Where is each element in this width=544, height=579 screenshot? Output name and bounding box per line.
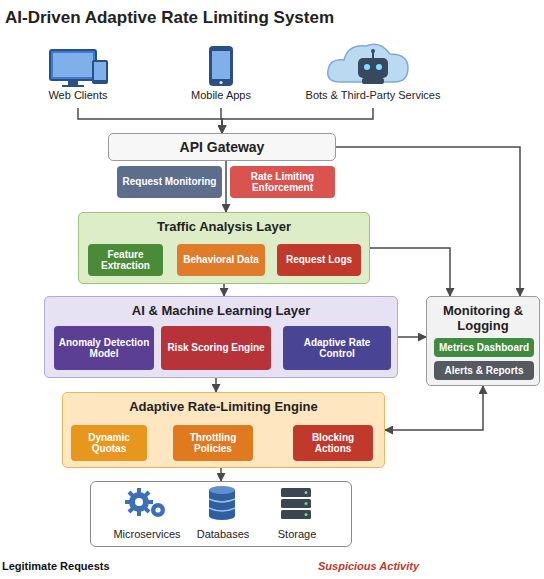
flow-arrow: [225, 161, 227, 212]
flow-arrow: [385, 386, 483, 430]
node-text: Behavioral Data: [183, 254, 259, 266]
phone-icon: [209, 46, 233, 86]
layer-band: Traffic Analysis LayerFeature Extraction…: [78, 212, 370, 284]
backend-label: Databases: [188, 528, 258, 544]
process-box: Blocking Actions: [293, 425, 373, 461]
node-text: Request Monitoring: [123, 176, 217, 188]
flow-arrow: [370, 248, 450, 296]
backend-label: Storage: [265, 528, 329, 544]
node-text: Mobile Apps: [191, 89, 251, 102]
node-text: Metrics Dashboard: [439, 342, 529, 354]
node-text: Anomaly Detection Model: [58, 337, 150, 360]
layer-band: AI & Machine Learning LayerAnomaly Detec…: [44, 296, 398, 378]
node-text: Traffic Analysis Layer: [79, 219, 369, 234]
desktop-icon: [50, 50, 108, 87]
process-box: Adaptive Rate Control: [283, 326, 391, 370]
node-text: Adaptive Rate Control: [287, 337, 387, 360]
node-text: Storage: [278, 528, 317, 541]
node-text: Web Clients: [48, 89, 107, 102]
cloud-robot-icon: [328, 44, 408, 84]
client-label: Mobile Apps: [171, 89, 271, 105]
engine-band: Adaptive Rate-Limiting EngineDynamic Quo…: [62, 392, 385, 468]
status-box: Alerts & Reports: [434, 361, 534, 380]
node-text: Throttling Policies: [177, 432, 249, 455]
node-text: Bots & Third-Party Services: [306, 89, 441, 102]
footer-label: Suspicious Activity: [318, 560, 419, 572]
node-text: Blocking Actions: [297, 432, 369, 455]
process-box: Anomaly Detection Model: [54, 326, 154, 370]
node-text: Databases: [197, 528, 250, 541]
backend-box: Microservices Databases Storage: [90, 481, 352, 547]
monitoring-panel: Monitoring & LoggingMetrics DashboardAle…: [426, 296, 540, 386]
client-label: Bots & Third-Party Services: [288, 89, 458, 105]
flow-arrow: [223, 284, 225, 296]
backend-label: Microservices: [105, 528, 189, 544]
process-box: Rate Limiting Enforcement: [230, 166, 335, 198]
flow-arrow: [78, 108, 222, 133]
process-box: Request Monitoring: [117, 166, 222, 198]
status-box: Metrics Dashboard: [434, 338, 534, 357]
flow-arrow: [222, 108, 373, 133]
node-text: Risk Scoring Engine: [167, 342, 264, 354]
node-text: API Gateway: [180, 139, 265, 155]
node-text: AI & Machine Learning Layer: [45, 303, 397, 318]
node-text: Monitoring & Logging: [427, 303, 539, 333]
server-icon: [281, 488, 311, 519]
client-label: Web Clients: [28, 89, 128, 105]
node-text: Alerts & Reports: [445, 365, 524, 377]
flow-arrow: [220, 468, 222, 481]
node-text: Request Logs: [286, 254, 352, 266]
process-box: Risk Scoring Engine: [161, 326, 271, 370]
process-box: Feature Extraction: [88, 244, 163, 276]
flow-arrow: [398, 336, 426, 338]
node-text: Adaptive Rate-Limiting Engine: [63, 399, 384, 414]
gears-icon: [125, 488, 165, 517]
database-icon: [209, 486, 235, 520]
diagram-title: AI-Driven Adaptive Rate Limiting System: [5, 8, 334, 28]
process-box: Dynamic Quotas: [71, 425, 147, 461]
process-box: Request Logs: [277, 244, 361, 276]
process-box: Throttling Policies: [173, 425, 253, 461]
flow-arrow: [215, 378, 217, 392]
node-text: Microservices: [113, 528, 180, 541]
process-box: Behavioral Data: [177, 244, 265, 276]
node-text: Rate Limiting Enforcement: [234, 171, 331, 194]
gateway-box: API Gateway: [108, 133, 336, 161]
node-text: Feature Extraction: [92, 249, 159, 272]
node-text: Dynamic Quotas: [75, 432, 143, 455]
footer-label: Legitimate Requests: [2, 560, 110, 572]
